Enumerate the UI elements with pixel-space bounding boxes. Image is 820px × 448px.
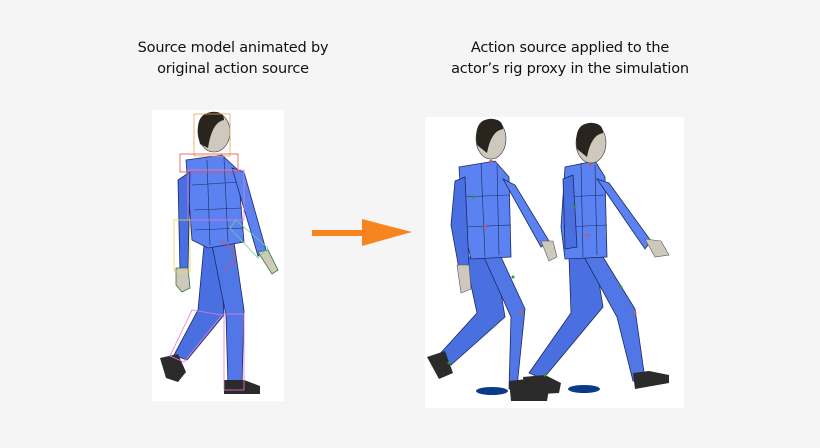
- floor-shadow-2: [568, 385, 600, 393]
- floor-shadow-1: [476, 387, 508, 395]
- caption-right-line2: actor’s rig proxy in the simulation: [451, 61, 689, 77]
- rig-proxy-panel: [425, 117, 684, 408]
- caption-left-line1: Source model animated by: [137, 40, 329, 56]
- caption-source-model: Source model animated by original action…: [100, 38, 366, 80]
- source-model-panel: [152, 110, 284, 401]
- caption-rig-proxy: Action source applied to the actor’s rig…: [422, 38, 718, 80]
- walker-1: [427, 118, 558, 401]
- arrow-right-icon: [312, 219, 412, 246]
- rig-proxy-walkers-figure: [427, 118, 670, 401]
- source-walker-figure: [160, 111, 279, 394]
- caption-right-line1: Action source applied to the: [470, 40, 670, 56]
- walker-2: [523, 122, 670, 395]
- caption-left-line2: original action source: [157, 61, 309, 77]
